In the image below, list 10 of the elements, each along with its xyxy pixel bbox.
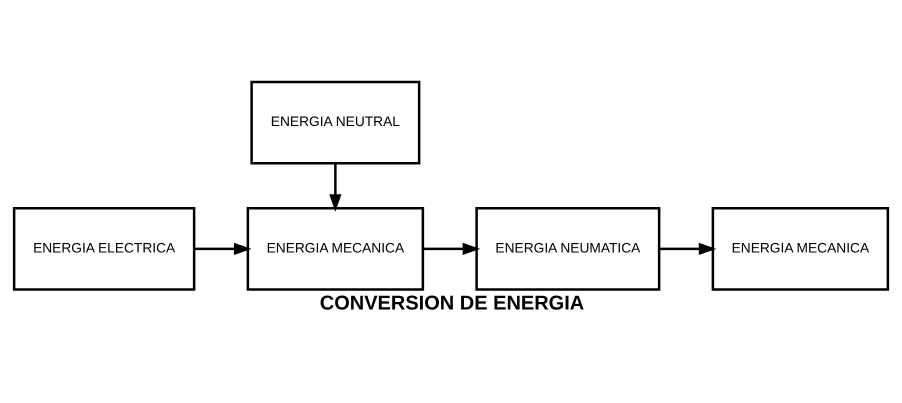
arrow [422, 242, 480, 255]
node-box: ENERGIA NEUMATICA [475, 206, 660, 290]
node-box: ENERGIA NEUTRAL [250, 80, 420, 164]
node-box: ENERGIA MECANICA [712, 206, 890, 290]
node-box: ENERGIA MECANICA [246, 206, 424, 290]
arrow [194, 242, 252, 255]
node-box: ENERGIA ELECTRICA [12, 206, 196, 290]
arrow [659, 242, 716, 255]
arrow [329, 162, 342, 212]
caption: CONVERSION DE ENERGIA [320, 292, 584, 314]
